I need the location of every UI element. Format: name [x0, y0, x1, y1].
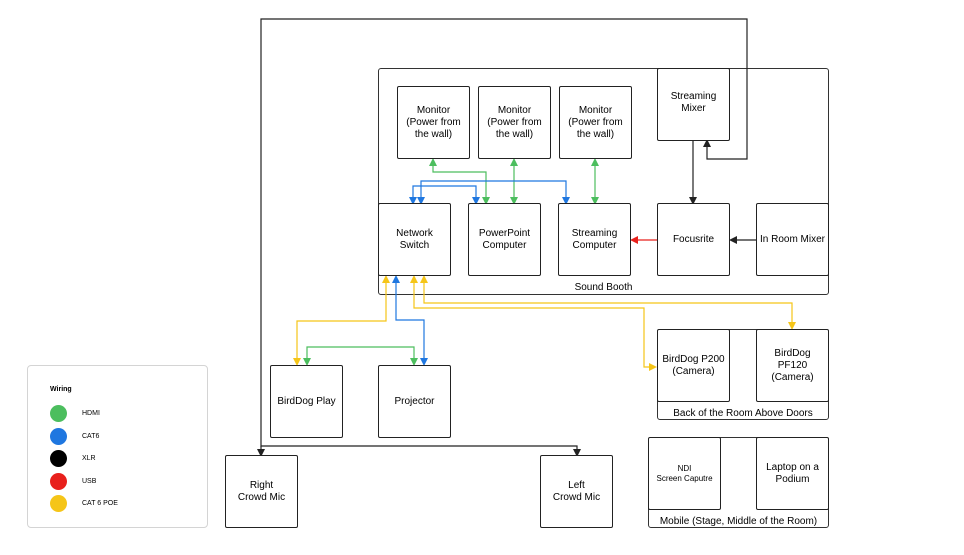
xlr-line-mixer-return	[700, 141, 752, 165]
legend-item-cat6-poe: CAT 6 POE	[50, 494, 118, 512]
legend-item-xlr: XLR	[50, 449, 96, 467]
legend-label: CAT6	[82, 432, 100, 440]
birddog-pf120-camera: BirdDog PF120 (Camera)	[756, 329, 829, 402]
left-crowd-mic: Left Crowd Mic	[540, 455, 613, 528]
legend-title: Wiring	[50, 386, 72, 393]
legend-label: USB	[82, 477, 97, 485]
birddog-p200-camera: BirdDog P200 (Camera)	[657, 329, 730, 402]
hdmi-line-play-to-projector	[303, 346, 418, 366]
cat6-line-switch-to-projector	[392, 275, 428, 366]
xlr-color-swatch	[50, 449, 67, 467]
powerpoint-computer: PowerPoint Computer	[468, 203, 541, 276]
legend-label: HDMI	[82, 409, 100, 417]
legend-item-hdmi: HDMI	[50, 404, 100, 422]
poe-line-switch-to-p200	[410, 275, 657, 371]
legend-label: XLR	[82, 454, 96, 462]
poe-line-switch-to-pf120	[420, 275, 796, 330]
monitor-3: Monitor (Power from the wall)	[559, 86, 632, 159]
legend-item-cat6: CAT6	[50, 427, 99, 445]
xlr-line-mixer-to-crowd-mics	[260, 18, 748, 457]
hdmi-line-monitor1	[429, 158, 490, 205]
monitor-2: Monitor (Power from the wall)	[478, 86, 551, 159]
laptop-on-podium: Laptop on a Podium	[756, 437, 829, 510]
network-switch: Network Switch	[378, 203, 451, 276]
back-of-room-label: Back of the Room Above Doors	[673, 408, 813, 419]
projector: Projector	[378, 365, 451, 438]
streaming-computer: Streaming Computer	[558, 203, 631, 276]
focusrite: Focusrite	[657, 203, 730, 276]
legend-label: CAT 6 POE	[82, 499, 118, 507]
in-room-mixer: In Room Mixer	[756, 203, 829, 276]
ndi-screen-capture: NDI Screen Caputre	[648, 437, 721, 510]
cat6-line-switch-to-streaming	[417, 180, 570, 205]
cat6-poe-color-swatch	[50, 494, 67, 512]
cat6-color-swatch	[50, 427, 67, 445]
right-crowd-mic: Right Crowd Mic	[225, 455, 298, 528]
wiring-legend: Wiring HDMI CAT6 XLR USB CAT 6 POE	[27, 365, 208, 528]
legend-item-usb: USB	[50, 472, 96, 490]
streaming-mixer: Streaming Mixer	[657, 68, 730, 141]
usb-color-swatch	[50, 472, 67, 490]
poe-line-switch-to-play	[293, 275, 390, 366]
cat6-line-switch-to-powerpoint	[409, 185, 480, 205]
hdmi-color-swatch	[50, 404, 67, 422]
mobile-label: Mobile (Stage, Middle of the Room)	[659, 516, 818, 527]
monitor-1: Monitor (Power from the wall)	[397, 86, 470, 159]
birddog-play: BirdDog Play	[270, 365, 343, 438]
